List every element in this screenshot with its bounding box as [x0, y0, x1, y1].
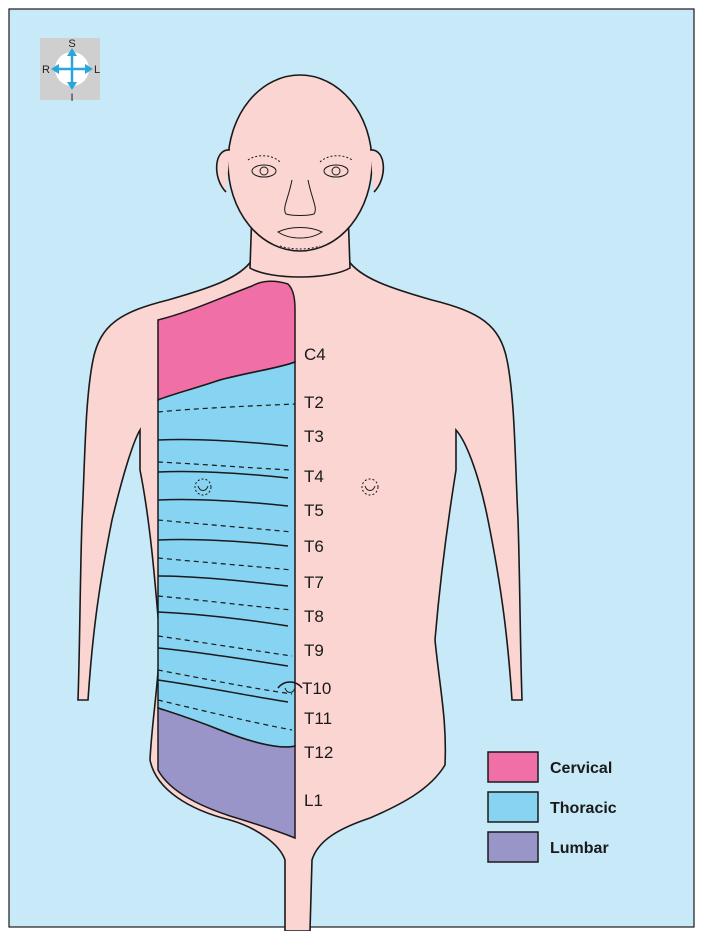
legend-label-lumbar: Lumbar [550, 840, 609, 857]
segment-label-c4: C4 [304, 345, 326, 364]
compass-superior-label: S [68, 38, 75, 50]
segment-label-t12: T12 [304, 743, 333, 762]
segment-label-t4: T4 [304, 467, 324, 486]
legend-swatch-thoracic [488, 792, 538, 822]
segment-label-t8: T8 [304, 607, 324, 626]
legend: Cervical Thoracic Lumbar [488, 752, 617, 862]
legend-label-thoracic: Thoracic [550, 800, 617, 817]
segment-label-t3: T3 [304, 427, 324, 446]
segment-label-t9: T9 [304, 641, 324, 660]
compass-left-label: L [94, 64, 100, 76]
segment-label-t10: T10 [302, 679, 331, 698]
compass-right-label: R [42, 64, 50, 76]
segment-label-t6: T6 [304, 537, 324, 556]
segment-label-t2: T2 [304, 393, 324, 412]
legend-label-cervical: Cervical [550, 760, 612, 777]
segment-label-t7: T7 [304, 573, 324, 592]
legend-swatch-cervical [488, 752, 538, 782]
thoracic-region [158, 362, 295, 747]
segment-label-l1: L1 [304, 791, 323, 810]
segment-label-t11: T11 [304, 709, 332, 728]
legend-swatch-lumbar [488, 832, 538, 862]
orientation-compass-icon: S I R L [40, 38, 100, 104]
segment-label-t5: T5 [304, 501, 324, 520]
compass-inferior-label: I [70, 92, 73, 104]
